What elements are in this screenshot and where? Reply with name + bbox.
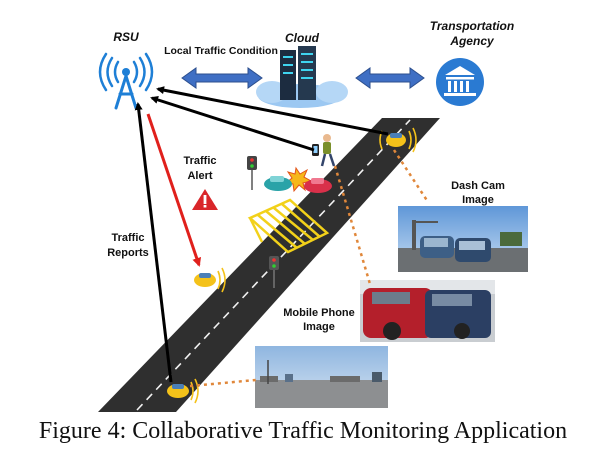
pedestrian-icon — [312, 134, 336, 167]
mobile-phone-photo — [360, 280, 495, 342]
traffic-reports-label-line1: Traffic — [111, 232, 145, 244]
traffic-alert-label-line1: Traffic — [183, 155, 217, 167]
agency-label-line1: Transportation — [429, 19, 515, 33]
image-links — [189, 149, 430, 388]
traffic-alert-label-line2: Alert — [187, 170, 213, 182]
rsu-label: RSU — [113, 30, 139, 44]
alert-arrow — [146, 113, 202, 267]
car-icon-middle — [194, 267, 226, 293]
figure-caption: Figure 4: Collaborative Traffic Monitori… — [38, 418, 568, 444]
crash-scene-icon — [264, 166, 332, 193]
traffic-light-icon — [269, 256, 279, 288]
dash-cam-photo — [398, 206, 528, 272]
agency-label-line2: Agency — [450, 34, 494, 48]
report-arrows — [134, 86, 389, 383]
dash-cam-label-line2: Image — [462, 194, 494, 206]
local-traffic-condition-label: Local Traffic Condition — [164, 45, 278, 57]
warning-icon — [192, 189, 218, 210]
dash-cam-label-line1: Dash Cam — [451, 180, 505, 192]
mobile-phone-label-line1: Mobile Phone — [283, 307, 355, 319]
intersection-photo — [255, 346, 388, 408]
crosswalk — [247, 198, 330, 254]
traffic-reports-label-line2: Reports — [107, 247, 149, 259]
cloud-label: Cloud — [285, 31, 319, 45]
link-arrow-cloud-agency — [355, 67, 425, 89]
car-icon-bottom — [167, 378, 199, 404]
government-building-icon — [436, 58, 484, 106]
rsu-antenna-icon — [98, 52, 154, 110]
mobile-phone-label-line2: Image — [303, 321, 335, 333]
link-arrow-rsu-cloud — [181, 67, 263, 89]
traffic-light-icon — [247, 156, 257, 190]
cloud-server-icon — [256, 46, 348, 108]
